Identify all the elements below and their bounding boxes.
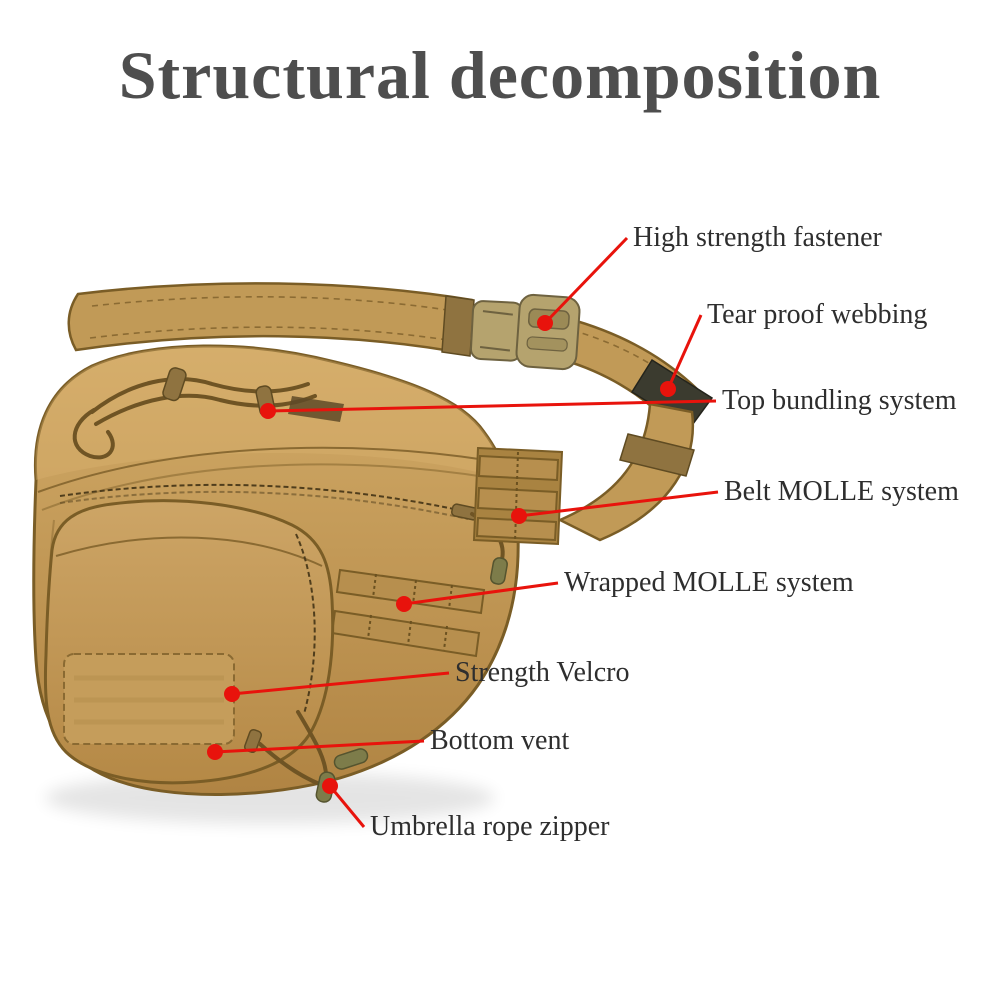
page-title: Structural decomposition [118,37,882,113]
front-pocket [43,499,335,785]
callout-label-high-strength-fastener: High strength fastener [633,222,882,253]
callout-label-belt-molle-system: Belt MOLLE system [724,476,959,507]
callout-label-umbrella-rope-zipper: Umbrella rope zipper [370,811,610,842]
belt-molle-panel [472,446,564,546]
strap-keeper [619,433,695,477]
callout-label-top-bundling-system: Top bundling system [722,385,957,416]
callout-label-strength-velcro: Strength Velcro [455,657,630,688]
buckle [441,293,581,371]
cord-toggle [162,367,187,402]
callout-label-tear-proof-webbing: Tear proof webbing [707,299,928,330]
callout-label-wrapped-molle-system: Wrapped MOLLE system [564,567,854,598]
callout-label-bottom-vent: Bottom vent [430,725,570,756]
